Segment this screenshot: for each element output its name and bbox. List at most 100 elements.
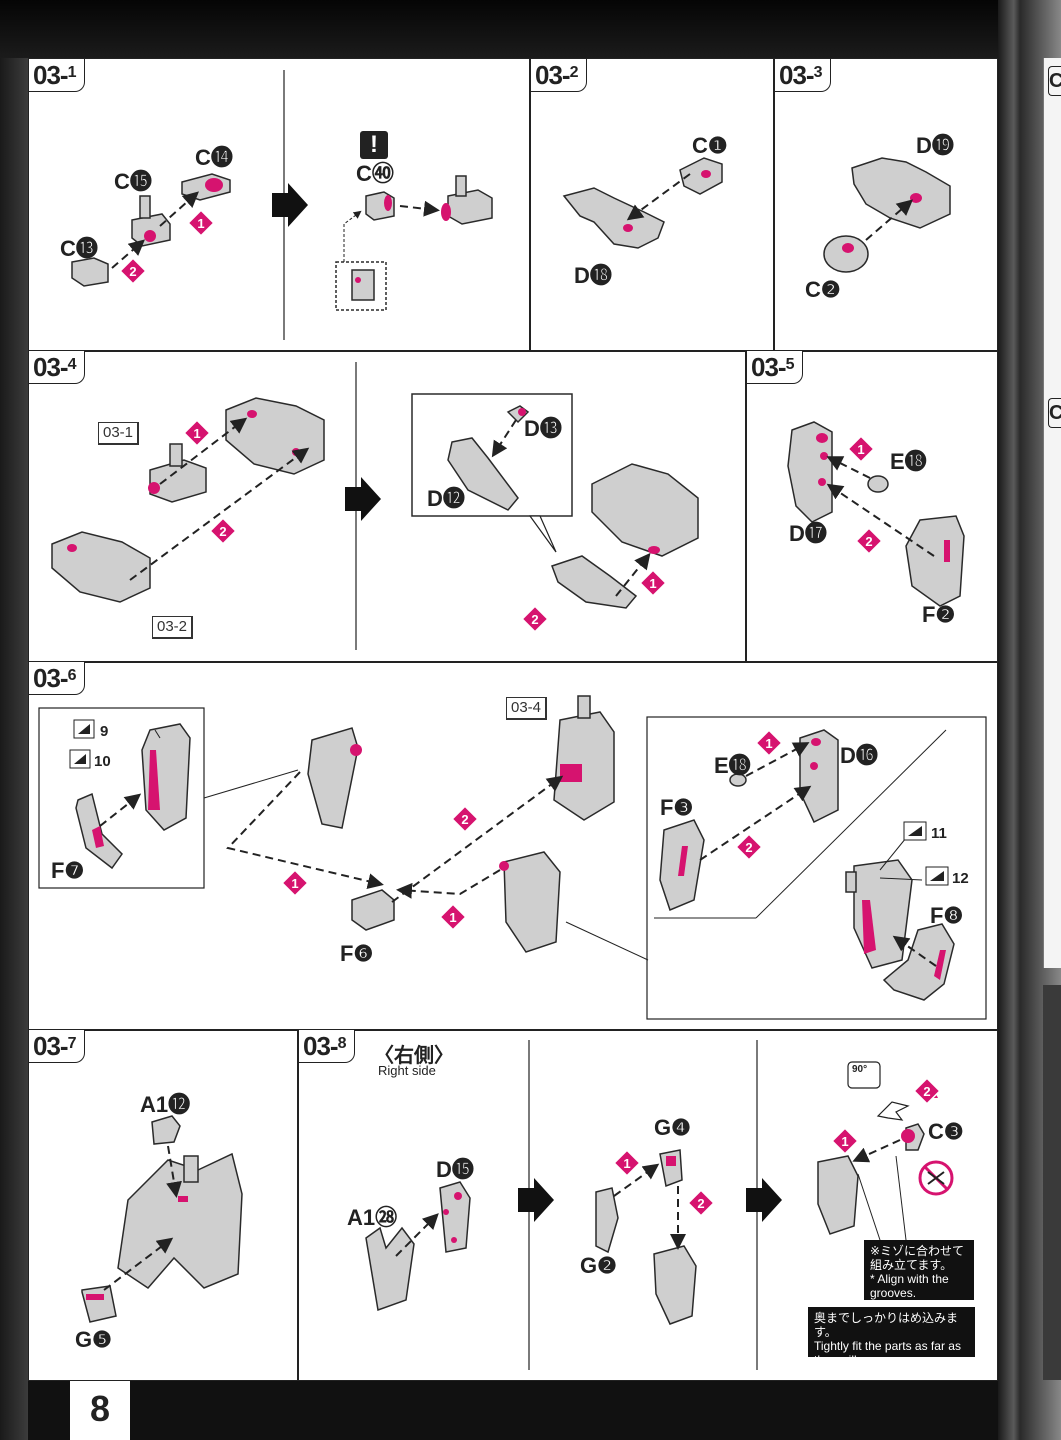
step-order-marker <box>119 209 941 1217</box>
part-label: F❽ <box>930 903 964 928</box>
svg-text:2: 2 <box>865 534 872 549</box>
part-label: F❻ <box>340 941 374 966</box>
callout-pointer <box>528 515 557 553</box>
part-label: C⓭ <box>60 236 98 261</box>
svg-text:1: 1 <box>841 1134 848 1149</box>
exclamation-icon: ! <box>360 131 388 159</box>
svg-text:1: 1 <box>197 216 204 231</box>
step-number: 03-5 <box>747 351 804 384</box>
step-number: 03-6 <box>29 662 86 695</box>
rotate-90-icon <box>847 1061 881 1089</box>
next-page-tab: C <box>1048 398 1061 428</box>
part-illustration <box>81 1115 243 1323</box>
svg-text:1: 1 <box>765 736 772 751</box>
part-label: D⓰ <box>840 743 878 768</box>
next-page-photo <box>1043 985 1061 1380</box>
part-label: C❷ <box>805 277 841 302</box>
connector-highlight <box>144 170 922 283</box>
part-label: G❷ <box>580 1253 617 1278</box>
svg-text:1: 1 <box>649 576 656 591</box>
part-label: G❺ <box>75 1327 112 1352</box>
part-label: A1⓬ <box>140 1092 191 1117</box>
seal-number: 10 <box>94 753 111 770</box>
step-number: 03-7 <box>29 1030 86 1063</box>
part-label: D⓲ <box>574 263 612 288</box>
part-label: F❷ <box>922 602 956 627</box>
svg-text:1: 1 <box>291 876 298 891</box>
svg-text:2: 2 <box>697 1196 704 1211</box>
seal-number: 9 <box>100 723 109 740</box>
no-cutting-icon <box>918 1160 954 1196</box>
part-label: D⓱ <box>789 521 827 546</box>
seal-number: 12 <box>952 870 969 887</box>
next-page-tab: C <box>1048 66 1061 96</box>
step-number: 03-2 <box>531 59 588 92</box>
part-label: E⓲ <box>714 753 751 778</box>
part-illustration <box>365 1123 925 1325</box>
panel-divider <box>28 350 998 352</box>
svg-text:2: 2 <box>745 840 752 855</box>
callout-line <box>154 729 947 961</box>
step-number: 03-1 <box>29 59 86 92</box>
note-en: * Align with the grooves. <box>870 1272 949 1300</box>
panel-divider <box>297 1029 299 1381</box>
panel-divider <box>773 58 775 350</box>
step-number: 03-8 <box>299 1030 356 1063</box>
step-number: 03-4 <box>29 351 86 384</box>
part-label: C㊵ <box>356 161 394 186</box>
page-number: 8 <box>89 1388 111 1429</box>
svg-text:1: 1 <box>193 426 200 441</box>
part-label: D⓯ <box>436 1157 474 1182</box>
right-side-label-en: Right side <box>378 1063 436 1078</box>
step-number: 03-3 <box>775 59 832 92</box>
panel-divider <box>529 58 531 350</box>
part-label: C❸ <box>928 1119 964 1144</box>
part-illustration <box>51 393 699 609</box>
part-label: C❶ <box>692 133 728 158</box>
right-side-label-jp: 〈右側〉 <box>374 1043 454 1067</box>
note-en: Tightly fit the parts as far as they wil… <box>814 1339 961 1367</box>
svg-text:2: 2 <box>923 1084 930 1099</box>
connector-highlight <box>92 738 946 980</box>
svg-text:1: 1 <box>449 910 456 925</box>
panel-divider <box>28 1029 998 1031</box>
part-label: G❹ <box>654 1115 691 1140</box>
part-label: D⓳ <box>916 133 954 158</box>
page-number-box <box>70 1381 130 1440</box>
connector-highlight <box>816 433 950 562</box>
rotate-90-label: 90° <box>852 1064 868 1075</box>
next-page-edge: C C <box>1043 58 1061 968</box>
svg-text:2: 2 <box>531 612 538 627</box>
groove-note: ※ミゾに合わせて組み立てます。 * Align with the grooves… <box>864 1240 974 1300</box>
rotate-90-icon <box>876 1101 910 1121</box>
svg-text:1: 1 <box>623 1156 630 1171</box>
fit-note: 奥までしっかりはめ込みます。 Tightly fit the parts as … <box>808 1307 975 1367</box>
note-jp: ※ミゾに合わせて組み立てます。 <box>870 1244 965 1272</box>
part-label: A1㉘ <box>347 1205 398 1230</box>
part-label: E⓲ <box>890 449 927 474</box>
svg-text:2: 2 <box>129 264 136 279</box>
left-background <box>0 58 28 1440</box>
part-label: C⓯ <box>114 169 152 194</box>
reference-label: 03-2 <box>152 616 194 639</box>
reference-label: 03-1 <box>98 422 140 445</box>
part-illustration <box>71 157 951 311</box>
part-illustration <box>75 695 955 1001</box>
svg-text:2: 2 <box>461 812 468 827</box>
part-label: C⓮ <box>195 145 233 170</box>
panel-divider <box>28 661 998 663</box>
svg-text:2: 2 <box>219 524 226 539</box>
part-label: D⓭ <box>524 416 562 441</box>
seal-number: 11 <box>931 825 947 842</box>
step-arrow-icon <box>272 183 826 1222</box>
part-label: D⓬ <box>427 486 465 511</box>
part-label: F❸ <box>660 795 694 820</box>
panel-divider <box>745 350 747 661</box>
reference-label: 03-4 <box>506 697 548 720</box>
top-background <box>0 0 1061 58</box>
part-illustration <box>787 421 965 607</box>
note-jp: 奥までしっかりはめ込みます。 <box>814 1311 959 1339</box>
part-label: F❼ <box>51 858 85 883</box>
svg-text:1: 1 <box>857 442 864 457</box>
